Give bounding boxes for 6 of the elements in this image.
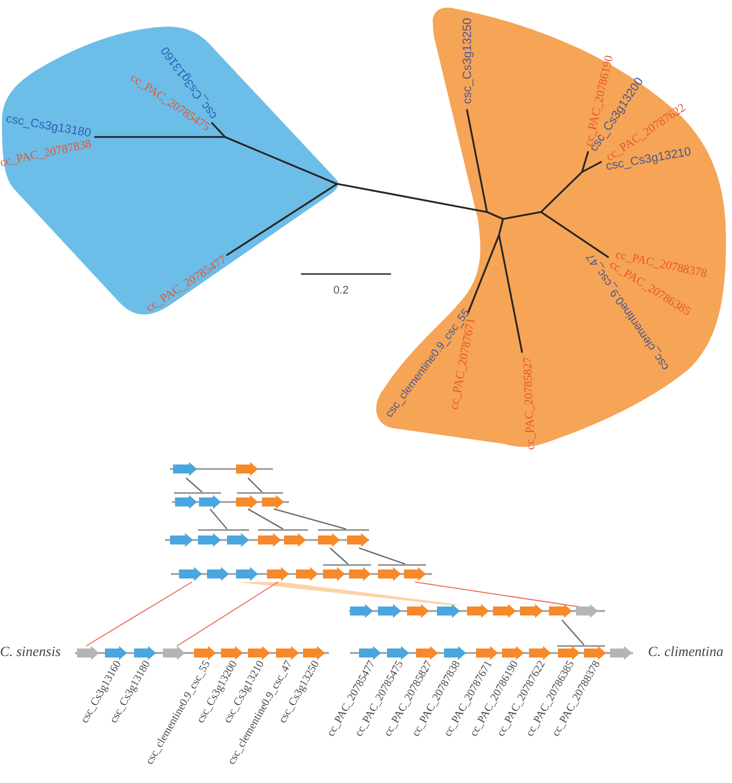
tree-branch (337, 183, 477, 211)
species-label: C. climentina (648, 646, 724, 660)
species-label: C. sinensis (0, 646, 61, 660)
leaf-label: cc_PAC_20785827 (521, 356, 536, 450)
leaf-label: csc_Cs3g13250 (461, 18, 473, 104)
scale-label: 0.2 (333, 286, 349, 296)
